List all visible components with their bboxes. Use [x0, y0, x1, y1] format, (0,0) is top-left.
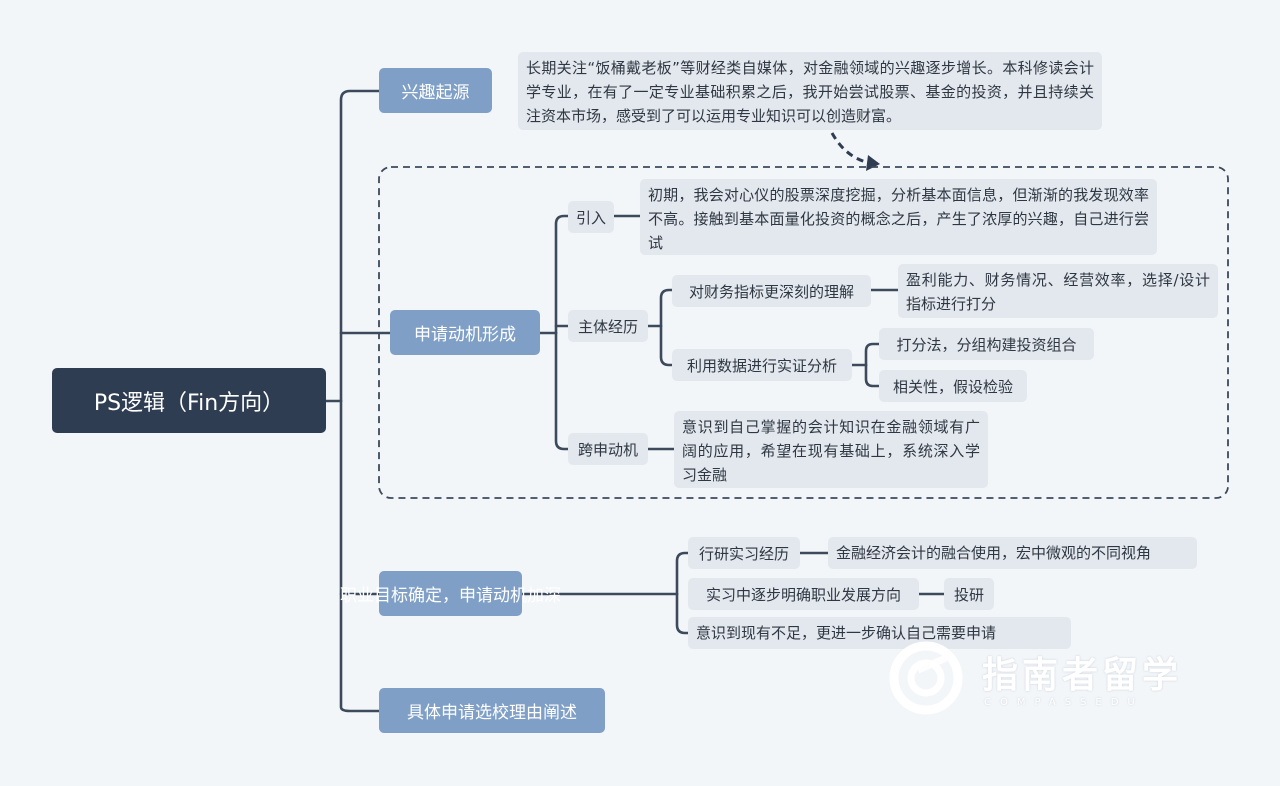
- branch-motivation: 申请动机形成: [390, 310, 540, 355]
- watermark-brand: 指南者留学: [982, 655, 1183, 696]
- main-finance-detail: 盈利能力、财务情况、经营效率，选择/设计指标进行打分: [898, 264, 1218, 318]
- branch-motivation-label: 申请动机形成: [414, 325, 516, 345]
- career-item: 意识到现有不足，更进一步确认自己需要申请: [688, 617, 1071, 649]
- motivation-main: 主体经历: [568, 310, 648, 342]
- root-label: PS逻辑（Fin方向）: [93, 390, 285, 416]
- dashed-arrow: [830, 132, 880, 171]
- career-item: 行研实习经历: [688, 537, 800, 569]
- data-item: 打分法，分组构建投资组合: [879, 328, 1094, 360]
- branch-interest: 兴趣起源: [379, 68, 492, 113]
- interest-detail: 长期关注“饭桶戴老板”等财经类自媒体，对金融领域的兴趣逐步增长。本科修读会计学专…: [518, 52, 1102, 130]
- branch-interest-label: 兴趣起源: [401, 83, 470, 103]
- career-item-detail: 金融经济会计的融合使用，宏中微观的不同视角: [828, 537, 1197, 569]
- motivation-group-frame: [378, 166, 1229, 499]
- career-item: 实习中逐步明确职业发展方向: [688, 578, 919, 610]
- watermark-logo-icon: [889, 641, 963, 715]
- motivation-intro: 引入: [568, 201, 614, 233]
- main-data: 利用数据进行实证分析: [672, 349, 852, 381]
- main-finance: 对财务指标更深刻的理解: [672, 275, 871, 307]
- branch-school: 具体申请选校理由阐述: [379, 688, 605, 733]
- branch-career-label: 职业目标确定，申请动机加深: [340, 586, 561, 606]
- motivation-intro-detail: 初期，我会对心仪的股票深度挖掘，分析基本面信息，但渐渐的我发现效率不高。接触到基…: [640, 179, 1157, 255]
- career-item-detail: 投研: [944, 578, 994, 610]
- watermark-sub: COMPASSEDU: [984, 697, 1144, 708]
- data-item: 相关性，假设检验: [879, 370, 1027, 402]
- motivation-cross: 跨申动机: [568, 433, 648, 465]
- branch-school-label: 具体申请选校理由阐述: [407, 703, 577, 723]
- motivation-cross-detail: 意识到自己掌握的会计知识在金融领域有广阔的应用，希望在现有基础上，系统深入学习金…: [674, 411, 988, 488]
- branch-career: 职业目标确定，申请动机加深: [340, 571, 561, 616]
- root-node: PS逻辑（Fin方向）: [52, 368, 326, 433]
